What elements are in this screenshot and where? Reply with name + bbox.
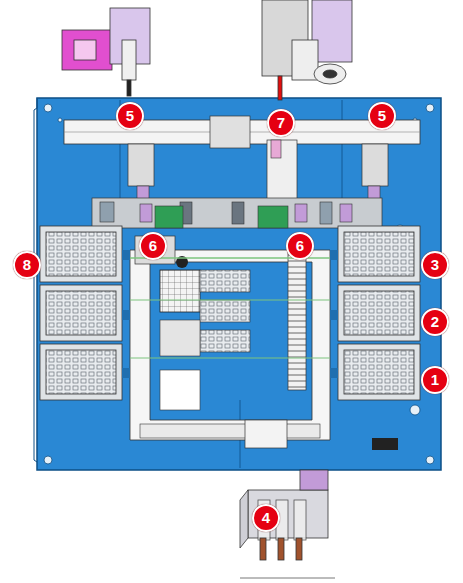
callout-badge: 6 xyxy=(286,232,314,260)
callout-number: 5 xyxy=(126,107,134,124)
callout-badge: 5 xyxy=(116,102,144,130)
callout-number: 4 xyxy=(262,509,270,526)
callout-badge: 7 xyxy=(267,109,295,137)
callout-number: 6 xyxy=(296,237,304,254)
callout-badge: 4 xyxy=(252,504,280,532)
callout-number: 3 xyxy=(431,256,439,273)
callout-number: 7 xyxy=(277,114,285,131)
callout-badge: 5 xyxy=(368,102,396,130)
callout-number: 6 xyxy=(149,237,157,254)
callout-badge: 1 xyxy=(421,366,449,394)
callout-badge: 6 xyxy=(139,232,167,260)
callout-number: 2 xyxy=(431,313,439,330)
callout-badge: 2 xyxy=(421,308,449,336)
callout-badge: 3 xyxy=(421,251,449,279)
callout-number: 5 xyxy=(378,107,386,124)
callout-number: 1 xyxy=(431,371,439,388)
callout-badge: 8 xyxy=(13,251,41,279)
callout-number: 8 xyxy=(23,256,31,273)
